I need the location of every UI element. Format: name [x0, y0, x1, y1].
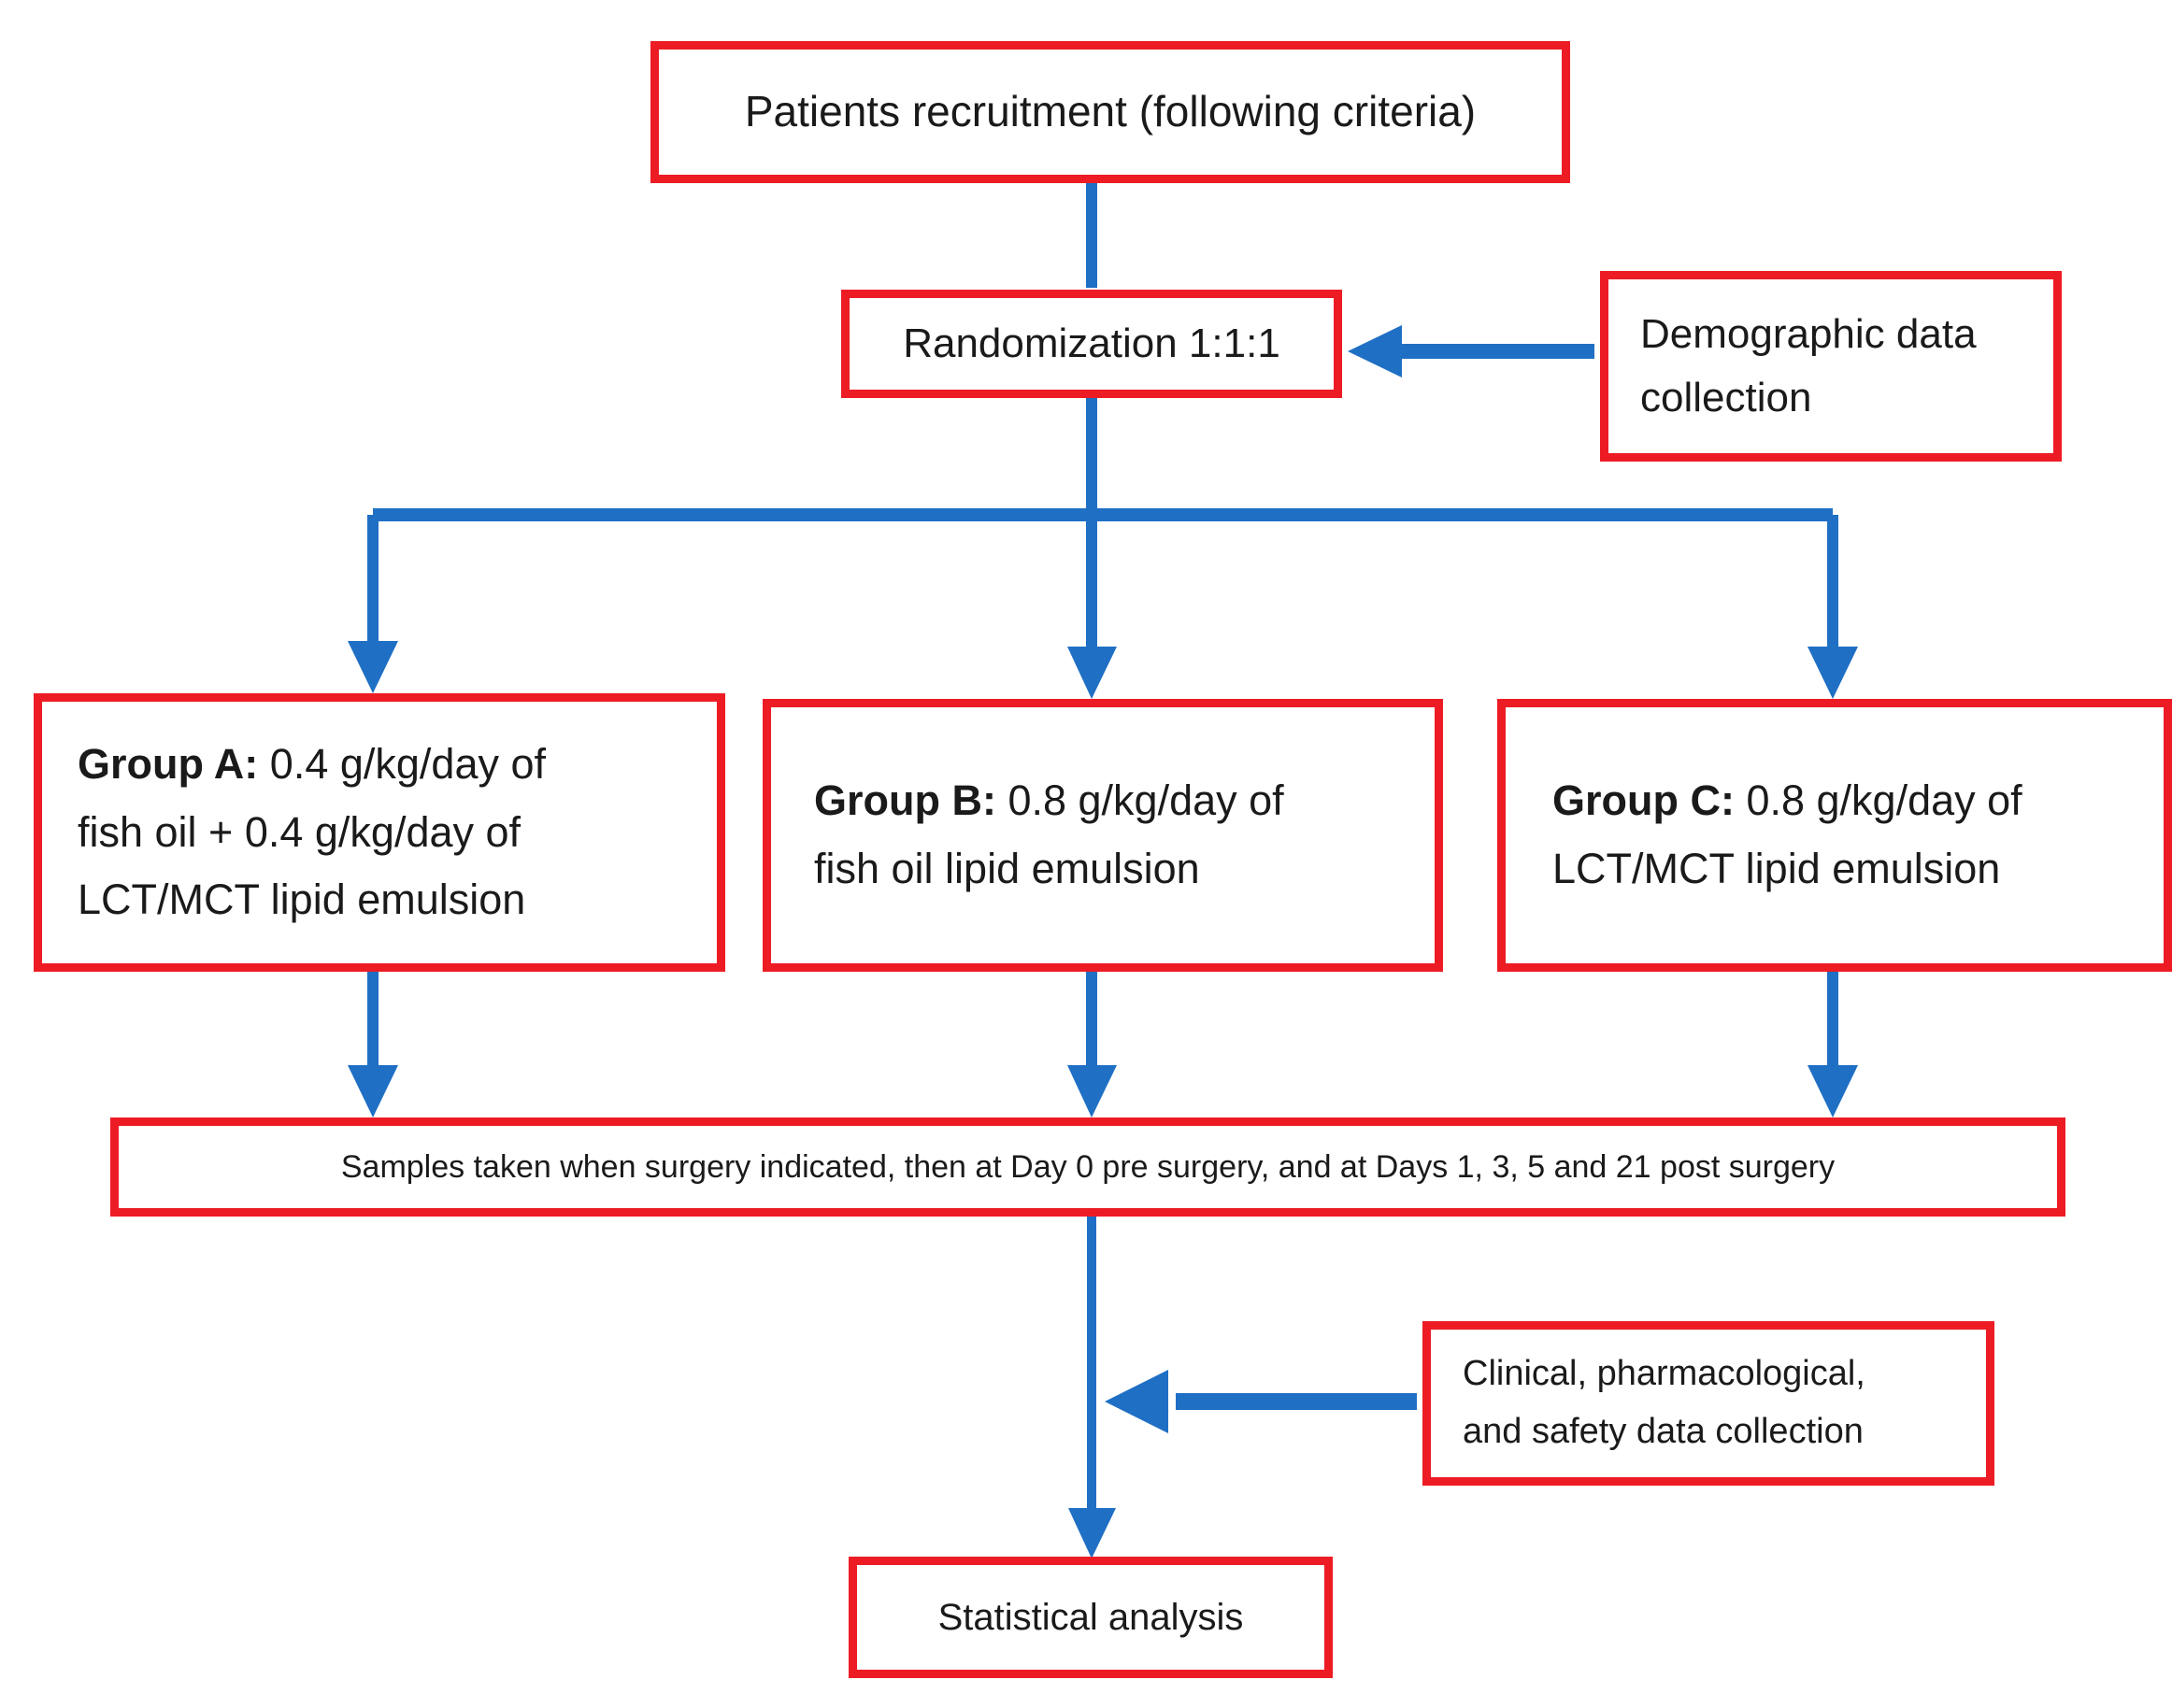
group-b-line-2: fish oil lipid emulsion: [814, 845, 1200, 892]
edge-samples-to-statistical: [1068, 1217, 1116, 1559]
clinical-line-2: and safety data collection: [1463, 1412, 1864, 1451]
node-randomization[interactable]: Randomization 1:1:1: [841, 290, 1342, 398]
node-clinical-data-collection-label: Clinical, pharmacological, and safety da…: [1463, 1345, 1954, 1460]
edge-group-a-to-samples: [348, 972, 398, 1117]
edge-demographic-to-randomization: [1348, 325, 1594, 377]
node-demographic-data-collection[interactable]: Demographic data collection: [1600, 271, 2062, 462]
group-c-line-2: LCT/MCT lipid emulsion: [1552, 845, 2001, 892]
node-group-c-label: Group C: 0.8 g/kg/day of LCT/MCT lipid e…: [1552, 767, 2117, 904]
node-group-a[interactable]: Group A: 0.4 g/kg/day of fish oil + 0.4 …: [34, 693, 725, 972]
node-group-b[interactable]: Group B: 0.8 g/kg/day of fish oil lipid …: [763, 699, 1443, 972]
group-b-line-1: 0.8 g/kg/day of: [995, 776, 1284, 825]
node-group-b-label: Group B: 0.8 g/kg/day of fish oil lipid …: [814, 767, 1392, 904]
demographic-line-2: collection: [1640, 375, 1812, 420]
edge-branch-to-group-c: [1808, 515, 1858, 699]
group-c-name: Group C:: [1552, 776, 1735, 825]
edge-group-b-to-samples: [1067, 972, 1117, 1117]
node-patients-recruitment[interactable]: Patients recruitment (following criteria…: [650, 41, 1570, 183]
node-statistical-analysis-label: Statistical analysis: [937, 1597, 1244, 1638]
group-b-name: Group B:: [814, 776, 996, 825]
node-randomization-label: Randomization 1:1:1: [903, 320, 1280, 366]
edge-group-c-to-samples: [1808, 972, 1858, 1117]
edge-clinical-to-main-flow: [1105, 1370, 1417, 1433]
node-samples-schedule[interactable]: Samples taken when surgery indicated, th…: [110, 1117, 2065, 1217]
edge-branch-to-group-b: [1067, 515, 1117, 699]
node-group-a-label: Group A: 0.4 g/kg/day of fish oil + 0.4 …: [78, 731, 681, 935]
node-samples-schedule-label: Samples taken when surgery indicated, th…: [340, 1148, 1836, 1185]
group-a-line-2: fish oil + 0.4 g/kg/day of: [78, 807, 522, 856]
group-a-line-3: LCT/MCT lipid emulsion: [78, 875, 526, 924]
node-statistical-analysis[interactable]: Statistical analysis: [849, 1557, 1333, 1678]
node-demographic-data-collection-label: Demographic data collection: [1640, 303, 2022, 430]
node-group-c[interactable]: Group C: 0.8 g/kg/day of LCT/MCT lipid e…: [1497, 699, 2172, 972]
edge-randomization-to-branch-bus: [373, 398, 1833, 521]
demographic-line-1: Demographic data: [1640, 310, 1977, 357]
edge-branch-to-group-a: [348, 515, 398, 693]
node-clinical-data-collection[interactable]: Clinical, pharmacological, and safety da…: [1422, 1321, 1994, 1486]
node-patients-recruitment-label: Patients recruitment (following criteria…: [744, 87, 1477, 136]
group-c-line-1: 0.8 g/kg/day of: [1734, 776, 2022, 825]
clinical-line-1: Clinical, pharmacological,: [1463, 1354, 1865, 1394]
group-a-name: Group A:: [78, 739, 259, 788]
group-a-line-1: 0.4 g/kg/day of: [258, 739, 547, 788]
